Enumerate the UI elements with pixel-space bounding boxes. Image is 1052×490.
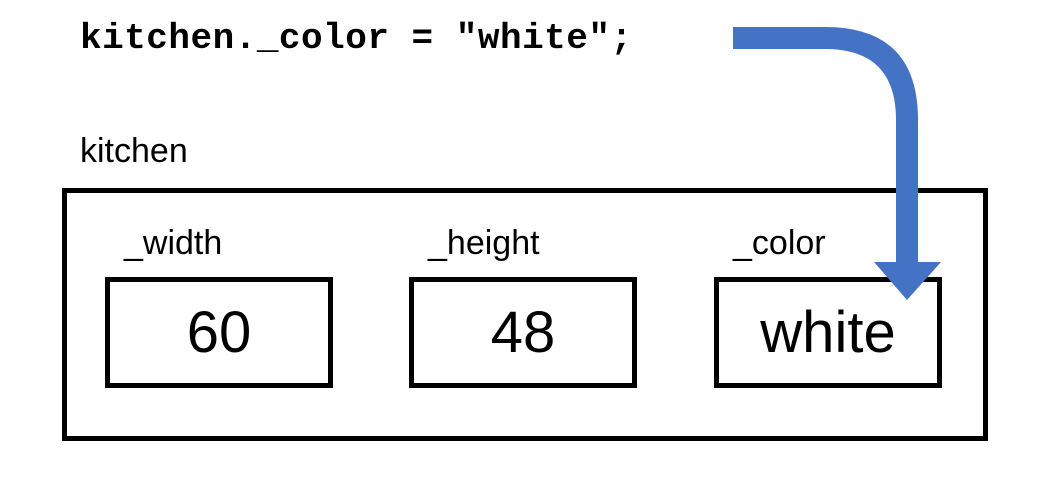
object-name-label: kitchen xyxy=(80,132,188,170)
code-statement: kitchen._color = "white"; xyxy=(80,18,633,59)
field-value-width: 60 xyxy=(186,300,252,365)
field-box-width: 60 xyxy=(105,277,333,388)
field-box-color: white xyxy=(714,277,942,388)
field-value-color: white xyxy=(760,300,896,365)
field-box-height: 48 xyxy=(409,277,637,388)
field-label-width: _width xyxy=(124,224,223,262)
field-label-color: _color xyxy=(733,224,826,262)
field-label-height: _height xyxy=(428,224,540,262)
object-container xyxy=(62,188,988,441)
field-value-height: 48 xyxy=(490,300,556,365)
